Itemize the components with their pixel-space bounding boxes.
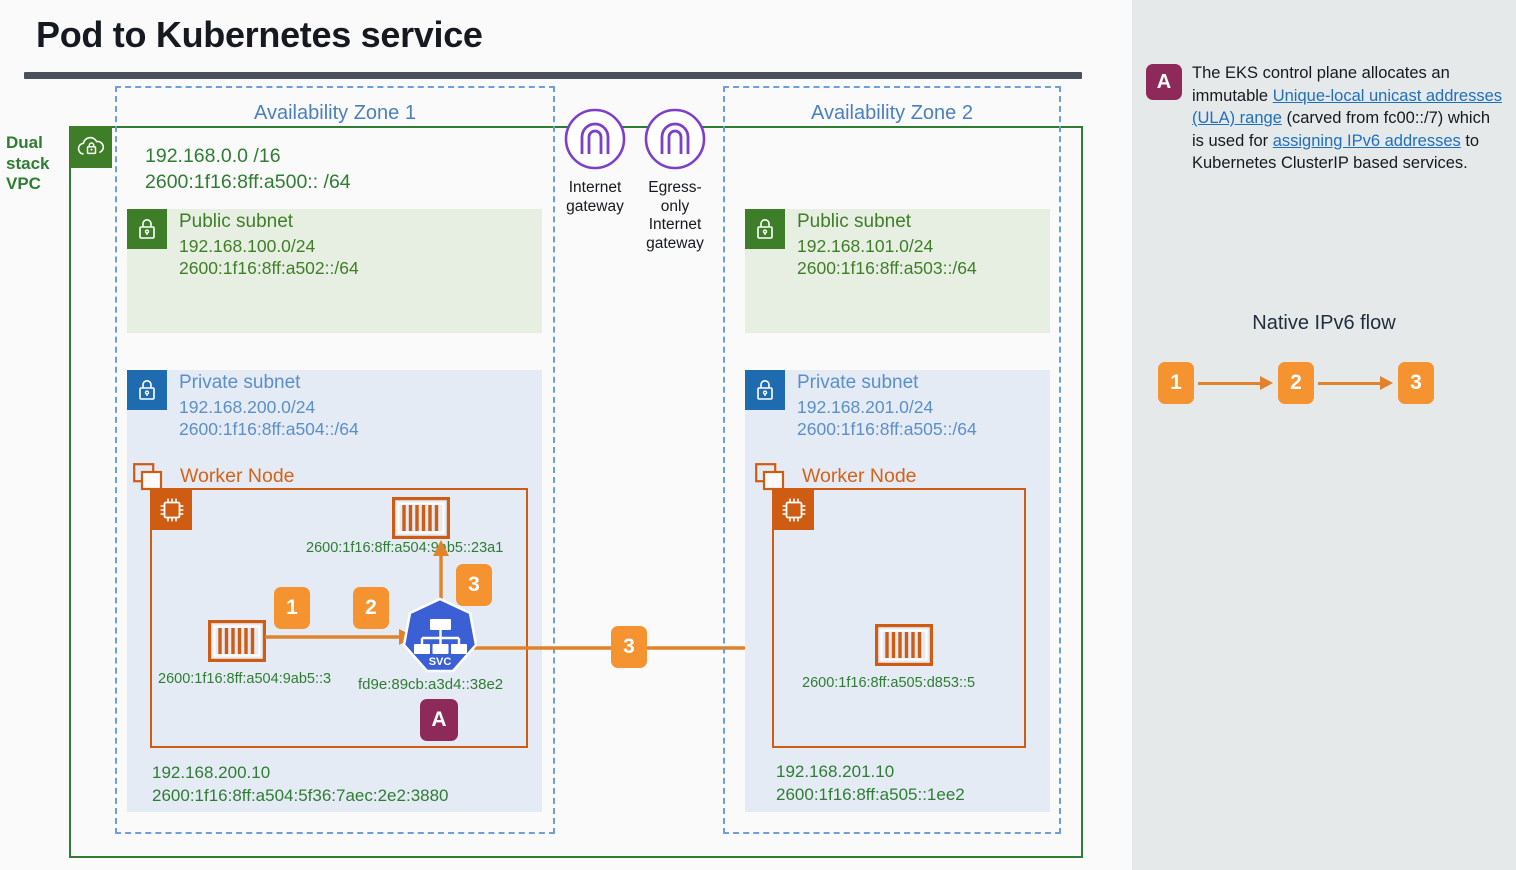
az2-node-ipv4: 192.168.201.10	[776, 762, 895, 781]
vpc-cloud-lock-icon	[70, 126, 112, 168]
callout-text-part-3: to Kubernetes ClusterIP based services.	[1192, 131, 1480, 173]
az1-source-pod-address: 2600:1f16:8ff:a504:9ab5::3	[158, 671, 332, 687]
internet-gateway-label-line-2: gateway	[566, 197, 624, 215]
callout-badge-a: A	[1146, 64, 1182, 100]
legend-arrow-1	[1194, 372, 1278, 394]
legend-title: Native IPv6 flow	[1252, 312, 1396, 334]
az2-target-pod-address: 2600:1f16:8ff:a505:d853::5	[802, 675, 976, 691]
az2-private-subnet-cidr: 192.168.201.0/24 2600:1f16:8ff:a505::/64	[797, 396, 977, 441]
az2-node-ipv6: 2600:1f16:8ff:a505::1ee2	[776, 784, 965, 804]
az2-public-subnet-ipv6: 2600:1f16:8ff:a503::/64	[797, 258, 977, 279]
egress-only-internet-gateway: Egress-only Internet gateway	[643, 108, 707, 253]
internet-gateway-icon	[564, 108, 626, 170]
az1-private-subnet-cidr: 192.168.200.0/24 2600:1f16:8ff:a504::/64	[179, 396, 359, 441]
vpc-label: Dual stack VPC	[6, 133, 68, 195]
az2-public-subnet: Public subnet 192.168.101.0/24 2600:1f16…	[745, 209, 1050, 333]
page-title: Pod to Kubernetes service	[36, 14, 483, 55]
vpc-cidr-block: 192.168.0.0 /16 2600:1f16:8ff:a500:: /64	[145, 144, 351, 196]
az2-public-subnet-cidr: 192.168.101.0/24 2600:1f16:8ff:a503::/64	[797, 235, 977, 280]
az2-public-subnet-name: Public subnet	[797, 211, 912, 232]
internet-gateway-label: Internet gateway	[563, 179, 627, 216]
az2-private-subnet-ipv6: 2600:1f16:8ff:a505::/64	[797, 419, 977, 440]
az1-private-subnet-ipv6: 2600:1f16:8ff:a504::/64	[179, 419, 359, 440]
az2-worker-node-chip-icon	[774, 490, 814, 530]
az1-worker-node-box	[150, 488, 528, 748]
az2-public-subnet-ipv4: 192.168.101.0/24	[797, 236, 934, 256]
az2-worker-node-box	[772, 488, 1026, 748]
internet-gateway-label-line-1: Internet	[568, 179, 622, 196]
availability-zone-1: Availability Zone 1	[115, 86, 555, 834]
az1-target-pod-address: 2600:1f16:8ff:a504:9ab5::23a1	[306, 540, 504, 556]
kubernetes-service-icon: SVC	[402, 597, 478, 682]
az2-worker-node-stack-icon	[755, 463, 791, 502]
az1-worker-node-label: Worker Node	[180, 465, 295, 487]
callout-text-part-1: The EKS control plane allocates an immut…	[1192, 64, 1450, 105]
az2-target-pod-icon	[875, 624, 933, 671]
flow-badge-3-cross-az: 3	[611, 626, 647, 668]
service-note-badge-a: A	[420, 699, 458, 741]
egress-gateway-label-line-2: Internet	[648, 216, 702, 234]
vpc-label-line-1: Dual	[6, 133, 43, 152]
private-subnet-lock-icon	[127, 370, 167, 410]
az2-private-subnet-name: Private subnet	[797, 372, 919, 393]
vpc-cidr-ipv6: 2600:1f16:8ff:a500:: /64	[145, 170, 351, 193]
callout-link-ula-range[interactable]: Unique-local unicast addresses (ULA) ran…	[1192, 86, 1502, 128]
public-subnet-lock-icon	[127, 209, 167, 249]
callout-text: The EKS control plane allocates an immut…	[1192, 62, 1502, 175]
callout-a: A The EKS control plane allocates an imm…	[1146, 62, 1506, 175]
az1-node-ip-block: 192.168.200.10 2600:1f16:8ff:a504:5f36:7…	[152, 762, 449, 808]
az2-private-subnet: Private subnet 192.168.201.0/24 2600:1f1…	[745, 370, 1050, 812]
legend-flow: 1 2 3	[1158, 362, 1434, 404]
public-subnet-lock-icon	[745, 209, 785, 249]
az1-public-subnet-ipv6: 2600:1f16:8ff:a502::/64	[179, 258, 359, 279]
egress-only-internet-gateway-icon	[644, 108, 706, 170]
az1-private-subnet-ipv4: 192.168.200.0/24	[179, 397, 316, 417]
az2-private-subnet-ipv4: 192.168.201.0/24	[797, 397, 934, 417]
az1-target-pod-icon	[392, 497, 450, 544]
internet-gateway: Internet gateway	[563, 108, 627, 216]
legend-step-3: 3	[1398, 362, 1434, 404]
az1-private-subnet-name: Private subnet	[179, 372, 301, 393]
title-divider	[24, 72, 1082, 79]
legend-step-1: 1	[1158, 362, 1194, 404]
legend-step-2: 2	[1278, 362, 1314, 404]
az1-node-ipv6: 2600:1f16:8ff:a504:5f36:7aec:2e2:3880	[152, 785, 449, 805]
kubernetes-service-address: fd9e:89cb:a3d4::38e2	[358, 676, 504, 693]
egress-gateway-label-line-3: gateway	[646, 234, 704, 252]
az1-title: Availability Zone 1	[254, 102, 416, 124]
vpc-cidr-ipv4: 192.168.0.0 /16	[145, 145, 281, 167]
az1-node-ipv4: 192.168.200.10	[152, 763, 271, 782]
availability-zone-2: Availability Zone 2	[723, 86, 1061, 834]
svg-text:SVC: SVC	[429, 656, 452, 668]
az2-node-ip-block: 192.168.201.10 2600:1f16:8ff:a505::1ee2	[776, 761, 965, 807]
az1-source-pod-icon	[208, 620, 266, 667]
legend-arrow-2	[1314, 372, 1398, 394]
egress-only-internet-gateway-label: Egress-only Internet gateway	[643, 179, 707, 253]
flow-badge-2: 2	[353, 587, 389, 629]
az1-public-subnet-cidr: 192.168.100.0/24 2600:1f16:8ff:a502::/64	[179, 235, 359, 280]
callout-link-assigning-ipv6[interactable]: assigning IPv6 addresses	[1272, 131, 1461, 150]
az1-public-subnet: Public subnet 192.168.100.0/24 2600:1f16…	[127, 209, 542, 333]
private-subnet-lock-icon	[745, 370, 785, 410]
flow-badge-3-local: 3	[456, 564, 492, 606]
az1-worker-node-chip-icon	[152, 490, 192, 530]
az2-worker-node-label: Worker Node	[802, 465, 917, 487]
vpc-label-line-3: VPC	[6, 174, 41, 194]
az1-public-subnet-ipv4: 192.168.100.0/24	[179, 236, 316, 256]
egress-gateway-label-line-1: Egress-only	[648, 179, 702, 215]
callout-text-part-2: (carved from fc00::/7) which is used for	[1192, 109, 1491, 150]
az1-public-subnet-name: Public subnet	[179, 211, 294, 232]
az2-title: Availability Zone 2	[811, 102, 973, 124]
flow-badge-1: 1	[274, 587, 310, 629]
vpc-label-line-2: stack	[6, 153, 50, 173]
side-panel	[1132, 0, 1516, 870]
